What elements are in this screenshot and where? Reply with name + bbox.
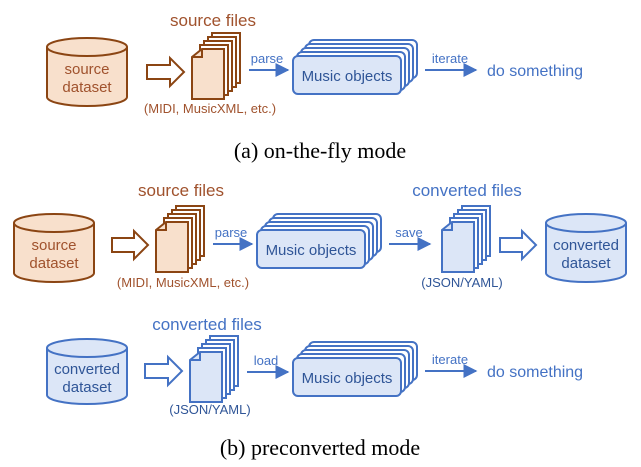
formats-note: (MIDI, MusicXML, etc.)	[144, 101, 276, 116]
iterate-label: iterate	[432, 51, 468, 66]
converted-dataset-label-line2: dataset	[561, 255, 611, 272]
converted-dataset-cylinder: converted dataset	[545, 213, 627, 283]
source-dataset-label-line2: dataset	[29, 255, 79, 272]
hollow-arrow	[146, 55, 186, 89]
source-dataset-cylinder: source dataset	[13, 213, 95, 283]
section-b-row2: converted dataset converted files (JSON/…	[46, 315, 583, 417]
music-objects-label: Music objects	[266, 242, 357, 259]
load-label: load	[254, 353, 279, 368]
parse-label: parse	[251, 51, 284, 66]
hollow-arrow	[144, 354, 184, 388]
source-dataset-label-line1: source	[31, 237, 76, 254]
music-objects-label: Music objects	[302, 370, 393, 387]
source-files-title: source files	[170, 11, 256, 30]
iterate-label: iterate	[432, 352, 468, 367]
source-dataset-label-line2: dataset	[62, 79, 112, 96]
section-b-row1: source dataset source files (MIDI, Music…	[13, 181, 627, 290]
converted-dataset-label-line2: dataset	[62, 379, 112, 396]
music-objects-stack: Music objects	[292, 39, 418, 95]
converted-dataset-label-line1: converted	[54, 361, 120, 378]
converted-formats-note: (JSON/YAML)	[421, 275, 502, 290]
converted-files-title: converted files	[152, 315, 262, 334]
converted-dataset-label-line1: converted	[553, 237, 619, 254]
source-files-title: source files	[138, 181, 224, 200]
music-objects-stack: Music objects	[292, 341, 418, 397]
caption-a: (a) on-the-fly mode	[234, 138, 406, 163]
do-something-label: do something	[487, 63, 583, 80]
do-something-label: do something	[487, 364, 583, 381]
source-dataset-cylinder: source dataset	[46, 37, 128, 107]
formats-note: (MIDI, MusicXML, etc.)	[117, 275, 249, 290]
converted-files-stack	[441, 205, 491, 273]
parse-label: parse	[215, 225, 248, 240]
hollow-arrow	[499, 228, 538, 262]
save-label: save	[395, 225, 422, 240]
converted-formats-note: (JSON/YAML)	[169, 402, 250, 417]
converted-files-title: converted files	[412, 181, 522, 200]
music-objects-label: Music objects	[302, 68, 393, 85]
section-a: source dataset source files (MIDI, Music…	[46, 11, 583, 163]
converted-dataset-cylinder: converted dataset	[46, 338, 128, 405]
hollow-arrow	[111, 228, 150, 262]
source-files-stack	[155, 205, 205, 273]
source-files-stack	[191, 32, 241, 100]
caption-b: (b) preconverted mode	[220, 435, 420, 460]
converted-files-stack	[189, 335, 239, 403]
music-objects-stack: Music objects	[256, 213, 382, 269]
source-dataset-label-line1: source	[64, 61, 109, 78]
